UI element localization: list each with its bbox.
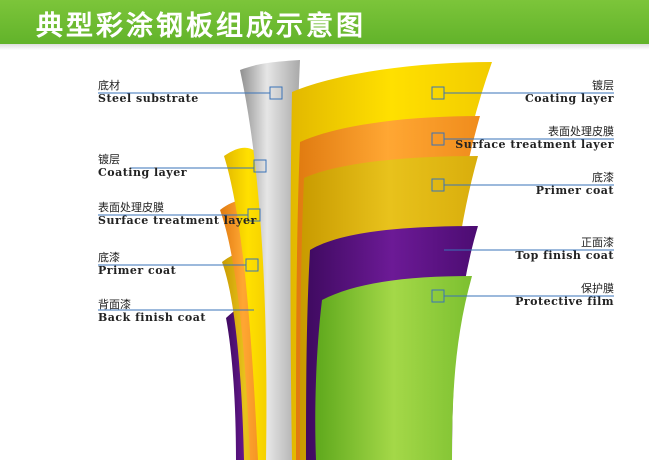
label-en: Top finish coat — [515, 249, 614, 262]
label-right-protective-film: 保护膜 Protective film — [515, 282, 614, 308]
label-cn: 表面处理皮膜 — [98, 201, 164, 214]
marker-right-coating — [431, 86, 445, 100]
label-cn: 底漆 — [98, 251, 120, 264]
label-cn: 底材 — [98, 79, 120, 92]
marker-right-surface — [431, 132, 445, 146]
label-en: Primer coat — [535, 184, 614, 197]
label-en: Steel substrate — [98, 92, 199, 105]
label-left-coating-layer: 镀层 Coating layer — [98, 153, 187, 179]
label-en: Protective film — [515, 295, 614, 308]
label-left-back-finish-coat: 背面漆 Back finish coat — [98, 298, 206, 324]
label-en: Surface treatment layer — [98, 214, 257, 227]
banner-shadow — [0, 44, 649, 50]
label-en: Back finish coat — [98, 311, 206, 324]
label-left-primer-coat: 底漆 Primer coat — [98, 251, 176, 277]
label-cn: 镀层 — [98, 153, 120, 166]
label-right-coating-layer: 镀层 Coating layer — [525, 79, 614, 105]
label-cn: 镀层 — [592, 79, 614, 92]
label-cn: 正面漆 — [581, 236, 614, 249]
page-title: 典型彩涂钢板组成示意图 — [36, 11, 366, 42]
label-cn: 底漆 — [592, 171, 614, 184]
label-right-surface-treatment: 表面处理皮膜 Surface treatment layer — [455, 125, 614, 151]
label-en: Surface treatment layer — [455, 138, 614, 151]
label-en: Primer coat — [98, 264, 177, 277]
title-banner — [0, 0, 649, 44]
right-protective-film — [315, 276, 472, 460]
marker-left-coating — [253, 159, 267, 173]
label-cn: 背面漆 — [98, 298, 131, 311]
label-cn: 表面处理皮膜 — [548, 125, 614, 138]
marker-left-primer — [245, 258, 259, 272]
label-left-surface-treatment: 表面处理皮膜 Surface treatment layer — [98, 201, 257, 227]
label-left-steel-substrate: 底材 Steel substrate — [98, 79, 199, 105]
marker-left-surface — [247, 208, 261, 222]
marker-left-steel — [269, 86, 283, 100]
label-en: Coating layer — [98, 166, 187, 179]
label-cn: 保护膜 — [581, 282, 614, 295]
label-en: Coating layer — [525, 92, 614, 105]
left-coating-layer — [224, 147, 272, 460]
label-right-top-finish-coat: 正面漆 Top finish coat — [515, 236, 614, 262]
label-right-primer-coat: 底漆 Primer coat — [536, 171, 614, 197]
marker-right-protective — [431, 289, 445, 303]
marker-right-primer — [431, 178, 445, 192]
